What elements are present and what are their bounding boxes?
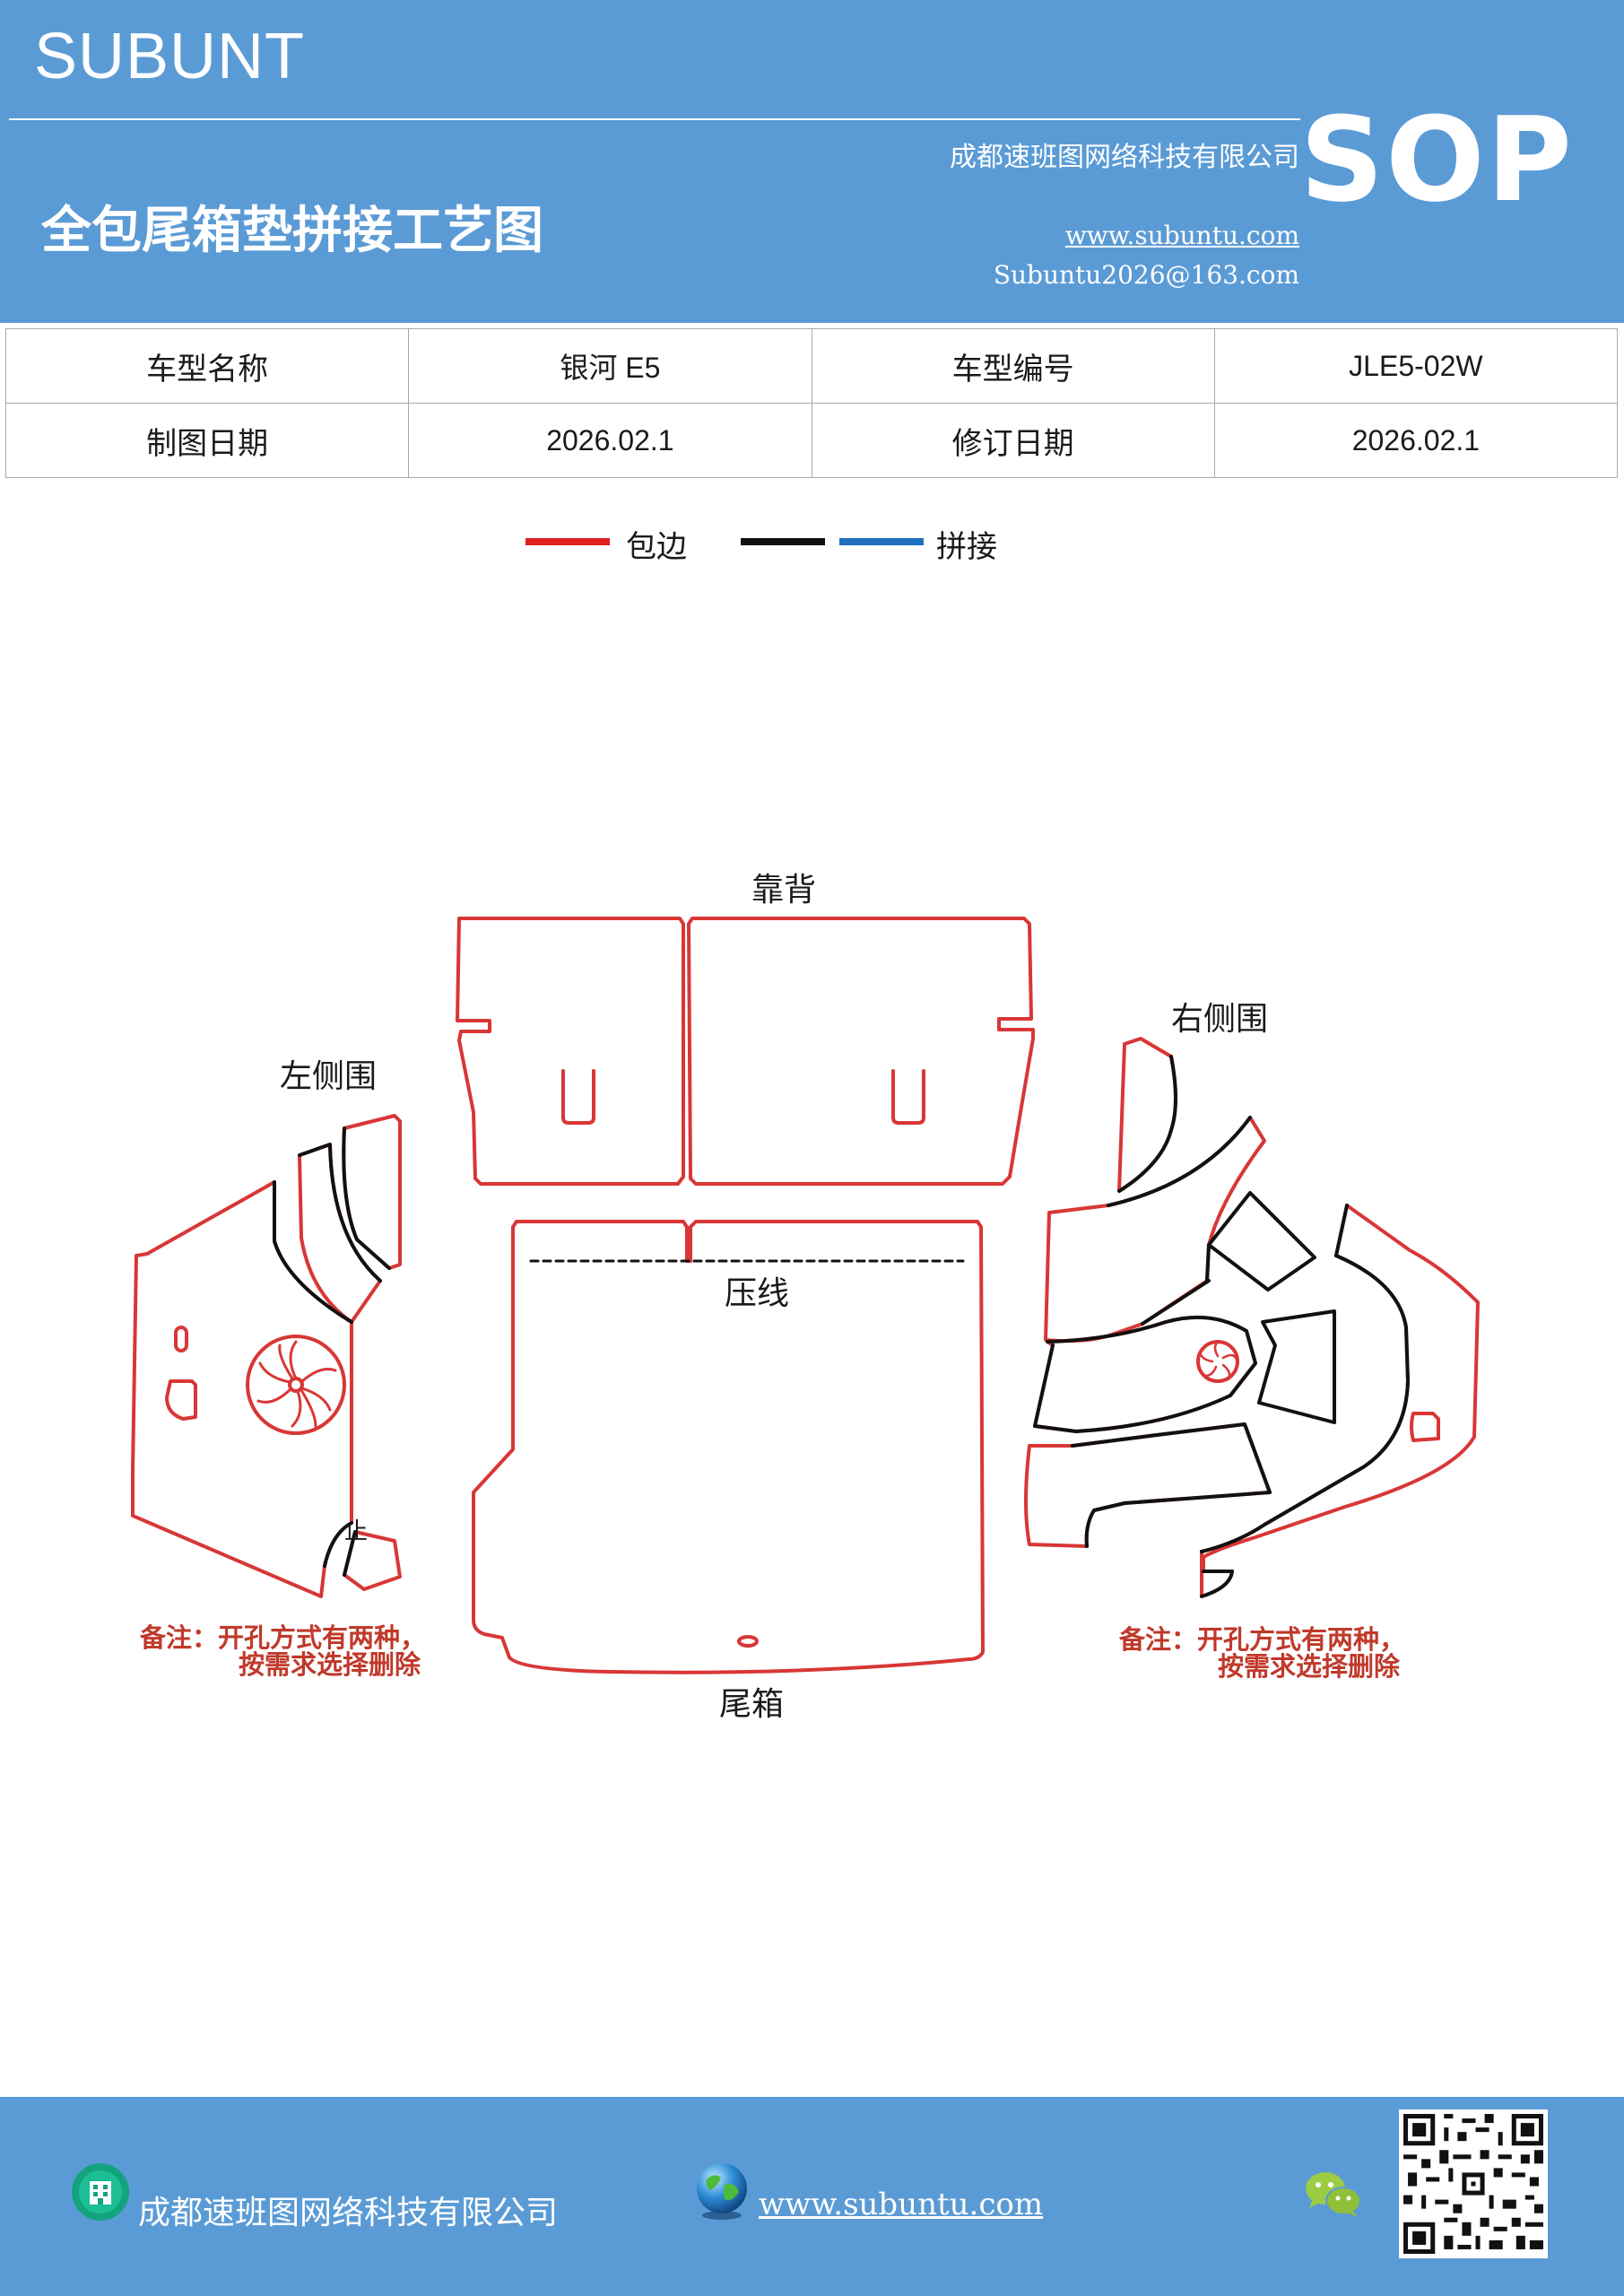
trunk-floor-hole — [737, 1635, 759, 1648]
qr-code — [1399, 2109, 1548, 2258]
legend-label-edge: 包边 — [626, 529, 687, 565]
right-side-d-hole — [1410, 1412, 1440, 1442]
legend-swatch-seam — [839, 538, 924, 545]
label-model-code: 车型编号 — [811, 328, 1215, 404]
seam-lines — [273, 1055, 1410, 1598]
value-model-name: 银河 E5 — [408, 328, 812, 404]
label-backrest: 靠背 — [751, 872, 816, 909]
left-side-slot-hole — [174, 1326, 188, 1352]
backrest-left-slot — [561, 1069, 595, 1125]
right-side-arch-piece — [1044, 1116, 1266, 1344]
right-side-fan — [1196, 1340, 1239, 1383]
value-model-code: JLE5-02W — [1213, 328, 1619, 404]
right-side-mid-piece — [1033, 1315, 1257, 1433]
label-revision-date: 修订日期 — [811, 403, 1215, 478]
right-side-fan-blades — [1198, 1340, 1238, 1381]
backrest-right-slot — [891, 1069, 925, 1125]
left-side-main-panel — [131, 1180, 353, 1598]
left-side-fan-outer — [246, 1335, 346, 1435]
footer-banner: 成都速班图网络科技有限公司 www.subuntu.com — [0, 2097, 1624, 2296]
backrest-left-panel — [456, 917, 685, 1186]
left-side-fan-blades — [256, 1340, 337, 1428]
trunk-floor-panel — [472, 1220, 985, 1674]
label-trunk: 尾箱 — [719, 1686, 784, 1723]
label-stop-mark: 止 — [344, 1518, 368, 1545]
value-drawing-date: 2026.02.1 — [408, 403, 812, 478]
label-press-line: 压线 — [725, 1275, 789, 1312]
note-right-line1: 备注：开孔方式有两种， — [1118, 1624, 1405, 1655]
label-left-side: 左侧围 — [280, 1058, 377, 1095]
sop-mark: SOP — [1299, 91, 1574, 228]
vehicle-info-table: 车型名称 银河 E5 车型编号 JLE5-02W 制图日期 2026.02.1 … — [4, 328, 1619, 478]
table-row: 车型名称 银河 E5 车型编号 JLE5-02W — [4, 328, 1619, 404]
trunk-mat-diagram: 靠背 左侧围 右侧围 压线 尾箱 止 备注：开孔方式有两种， 按需求选择删除 备… — [131, 872, 1480, 1723]
legend: 包边 拼接 — [0, 522, 1624, 576]
globe-icon — [697, 2163, 747, 2220]
legend-label-seam: 拼接 — [936, 529, 997, 565]
brand-name: SUBUNT — [34, 21, 306, 92]
legend-swatch-edge — [525, 538, 610, 545]
backrest-right-panel — [687, 917, 1035, 1186]
header-banner: SUBUNT 成都速班图网络科技有限公司 全包尾箱垫拼接工艺图 www.subu… — [0, 0, 1624, 323]
note-left-line2: 按需求选择删除 — [239, 1649, 421, 1680]
wechat-icon — [1306, 2172, 1361, 2217]
note-left-line1: 备注：开孔方式有两种， — [139, 1622, 426, 1653]
note-right-line2: 按需求选择删除 — [1218, 1651, 1401, 1682]
footer-website-link[interactable]: www.subuntu.com — [759, 2187, 1044, 2222]
right-side-lower-piece — [1024, 1422, 1272, 1548]
left-side-d-hole — [165, 1379, 197, 1421]
label-right-side: 右侧围 — [1171, 1001, 1268, 1038]
header-email: Subuntu2026@163.com — [993, 260, 1299, 290]
legend-swatch-black — [741, 538, 825, 545]
label-model-name: 车型名称 — [4, 328, 410, 404]
table-row: 制图日期 2026.02.1 修订日期 2026.02.1 — [4, 403, 1619, 478]
header-divider — [9, 118, 1300, 120]
value-revision-date: 2026.02.1 — [1213, 403, 1619, 478]
footer-company: 成都速班图网络科技有限公司 — [138, 2195, 559, 2231]
label-drawing-date: 制图日期 — [4, 403, 410, 478]
header-company: 成都速班图网络科技有限公司 — [950, 142, 1299, 173]
building-icon — [72, 2163, 129, 2221]
header-website-link[interactable]: www.subuntu.com — [1064, 221, 1299, 250]
document-title: 全包尾箱垫拼接工艺图 — [41, 202, 543, 260]
